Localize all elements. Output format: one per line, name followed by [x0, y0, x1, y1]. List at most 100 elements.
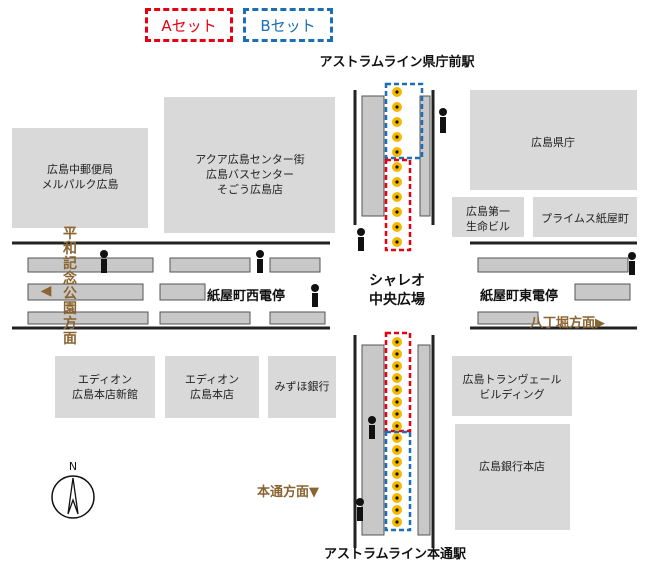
set-areas — [384, 82, 424, 532]
stop-east: 紙屋町東電停 — [480, 288, 558, 304]
shop-w2 — [169, 257, 251, 273]
legend-a-set: Aセット — [145, 8, 233, 42]
shop-n2 — [419, 95, 431, 217]
poster-marker-dot — [395, 520, 399, 524]
poster-marker-dot — [395, 120, 399, 124]
direction-west-char: 公 — [63, 286, 77, 302]
direction-west-char: 念 — [62, 270, 78, 287]
building-mizuho — [268, 356, 336, 418]
shop-w1 — [27, 257, 154, 273]
poster-marker-dot — [395, 105, 399, 109]
label-edion-1: エディオン — [185, 372, 239, 386]
poster-marker-dot — [395, 400, 399, 404]
pedestrian-icon-body — [369, 425, 375, 439]
poster-marker-dot — [395, 180, 399, 184]
compass-label: N — [69, 460, 77, 473]
label-aqua-2: 広島バスセンター — [206, 167, 294, 181]
pedestrian-icon — [356, 498, 364, 506]
label-post-office-2: メルパルク広島 — [42, 177, 119, 191]
compass-circle — [51, 475, 95, 519]
shop-w4 — [27, 283, 144, 301]
a-set-area-north — [384, 158, 412, 252]
poster-marker-dot — [395, 460, 399, 464]
shop-s2 — [417, 344, 431, 536]
building-edion-new — [55, 356, 155, 418]
compass-needle-icon — [67, 477, 79, 515]
pedestrian-icon-body — [629, 261, 635, 275]
poster-marker-dot — [395, 388, 399, 392]
poster-marker-dot — [395, 376, 399, 380]
poster-marker-dot — [395, 436, 399, 440]
label-aqua-1: アクア広島センター街 — [195, 152, 304, 166]
label-bank: 広島銀行本店 — [479, 459, 545, 473]
legend-a-label: Aセット — [161, 16, 217, 35]
direction-east: 八丁堀方面▶ — [529, 315, 605, 331]
building-prefecture — [470, 90, 637, 190]
pedestrian-icon-body — [312, 293, 318, 307]
a-set-area-south — [384, 331, 412, 433]
poster-marker-dot — [395, 165, 399, 169]
pedestrian-icon — [368, 416, 376, 424]
legend-b-label: Bセット — [260, 16, 316, 35]
poster-marker-dot — [395, 225, 399, 229]
poster-marker-dot — [395, 195, 399, 199]
shops — [27, 95, 631, 536]
pedestrian-icon-body — [357, 507, 363, 521]
building-daiichi — [452, 197, 524, 237]
direction-south: 本通方面▼ — [257, 484, 319, 500]
markers-north — [392, 87, 402, 247]
label-prefecture: 広島県庁 — [531, 135, 575, 149]
building-primus — [533, 197, 637, 237]
direction-west-char: 園 — [63, 301, 77, 317]
direction-west-char: 和 — [63, 241, 77, 257]
direction-west-char: 平 — [63, 226, 77, 242]
station-north: アストラムライン県庁前駅 — [320, 54, 476, 70]
label-mizuho: みずほ銀行 — [275, 379, 330, 393]
poster-marker-dot — [395, 240, 399, 244]
b-set-area-north — [384, 82, 424, 160]
buildings — [12, 90, 637, 530]
poster-marker-dot — [395, 210, 399, 214]
building-aqua — [164, 97, 335, 233]
plaza-label-1: シャレオ — [369, 273, 425, 289]
pedestrian-icon — [256, 250, 264, 258]
pedestrian-icon-body — [101, 259, 107, 273]
building-post-office — [12, 128, 148, 228]
shop-w6 — [27, 311, 149, 325]
pedestrians — [100, 108, 636, 521]
label-post-office-1: 広島中郵便局 — [47, 162, 113, 176]
building-transvale — [452, 356, 572, 416]
poster-marker-dot — [395, 484, 399, 488]
direction-west-char: 記 — [63, 255, 77, 272]
station-south: アストラムライン本通駅 — [324, 546, 467, 562]
north-corridor — [353, 90, 435, 225]
shop-w7 — [159, 311, 251, 325]
poster-marker-dot — [395, 90, 399, 94]
pedestrian-icon-body — [257, 259, 263, 273]
label-transvale-1: 広島トランヴェール — [463, 372, 562, 386]
pedestrian-icon — [100, 250, 108, 258]
east-corridor — [470, 241, 637, 330]
pedestrian-icon — [439, 108, 447, 116]
poster-marker-dot — [395, 340, 399, 344]
shop-w8 — [269, 311, 326, 325]
poster-marker-dot — [395, 135, 399, 139]
building-bank — [455, 424, 570, 530]
underground-mall — [12, 90, 637, 548]
label-transvale-2: ビルディング — [479, 387, 544, 401]
poster-marker-dot — [395, 508, 399, 512]
poster-marker-dot — [395, 496, 399, 500]
label-daiichi-1: 広島第一 — [466, 204, 510, 218]
direction-west-char: 方 — [63, 315, 77, 332]
shop-e3 — [477, 311, 539, 325]
poster-marker-dot — [395, 150, 399, 154]
legend-b-set: Bセット — [243, 8, 333, 42]
pedestrian-icon-body — [358, 237, 364, 251]
building-labels: 広島中郵便局 メルパルク広島 アクア広島センター街 広島バスセンター そごう広島… — [42, 135, 629, 473]
label-edion-new-2: 広島本店新館 — [72, 387, 138, 401]
poster-marker-dot — [395, 448, 399, 452]
direction-west-char: 面 — [63, 331, 77, 347]
poster-marker-dot — [395, 424, 399, 428]
